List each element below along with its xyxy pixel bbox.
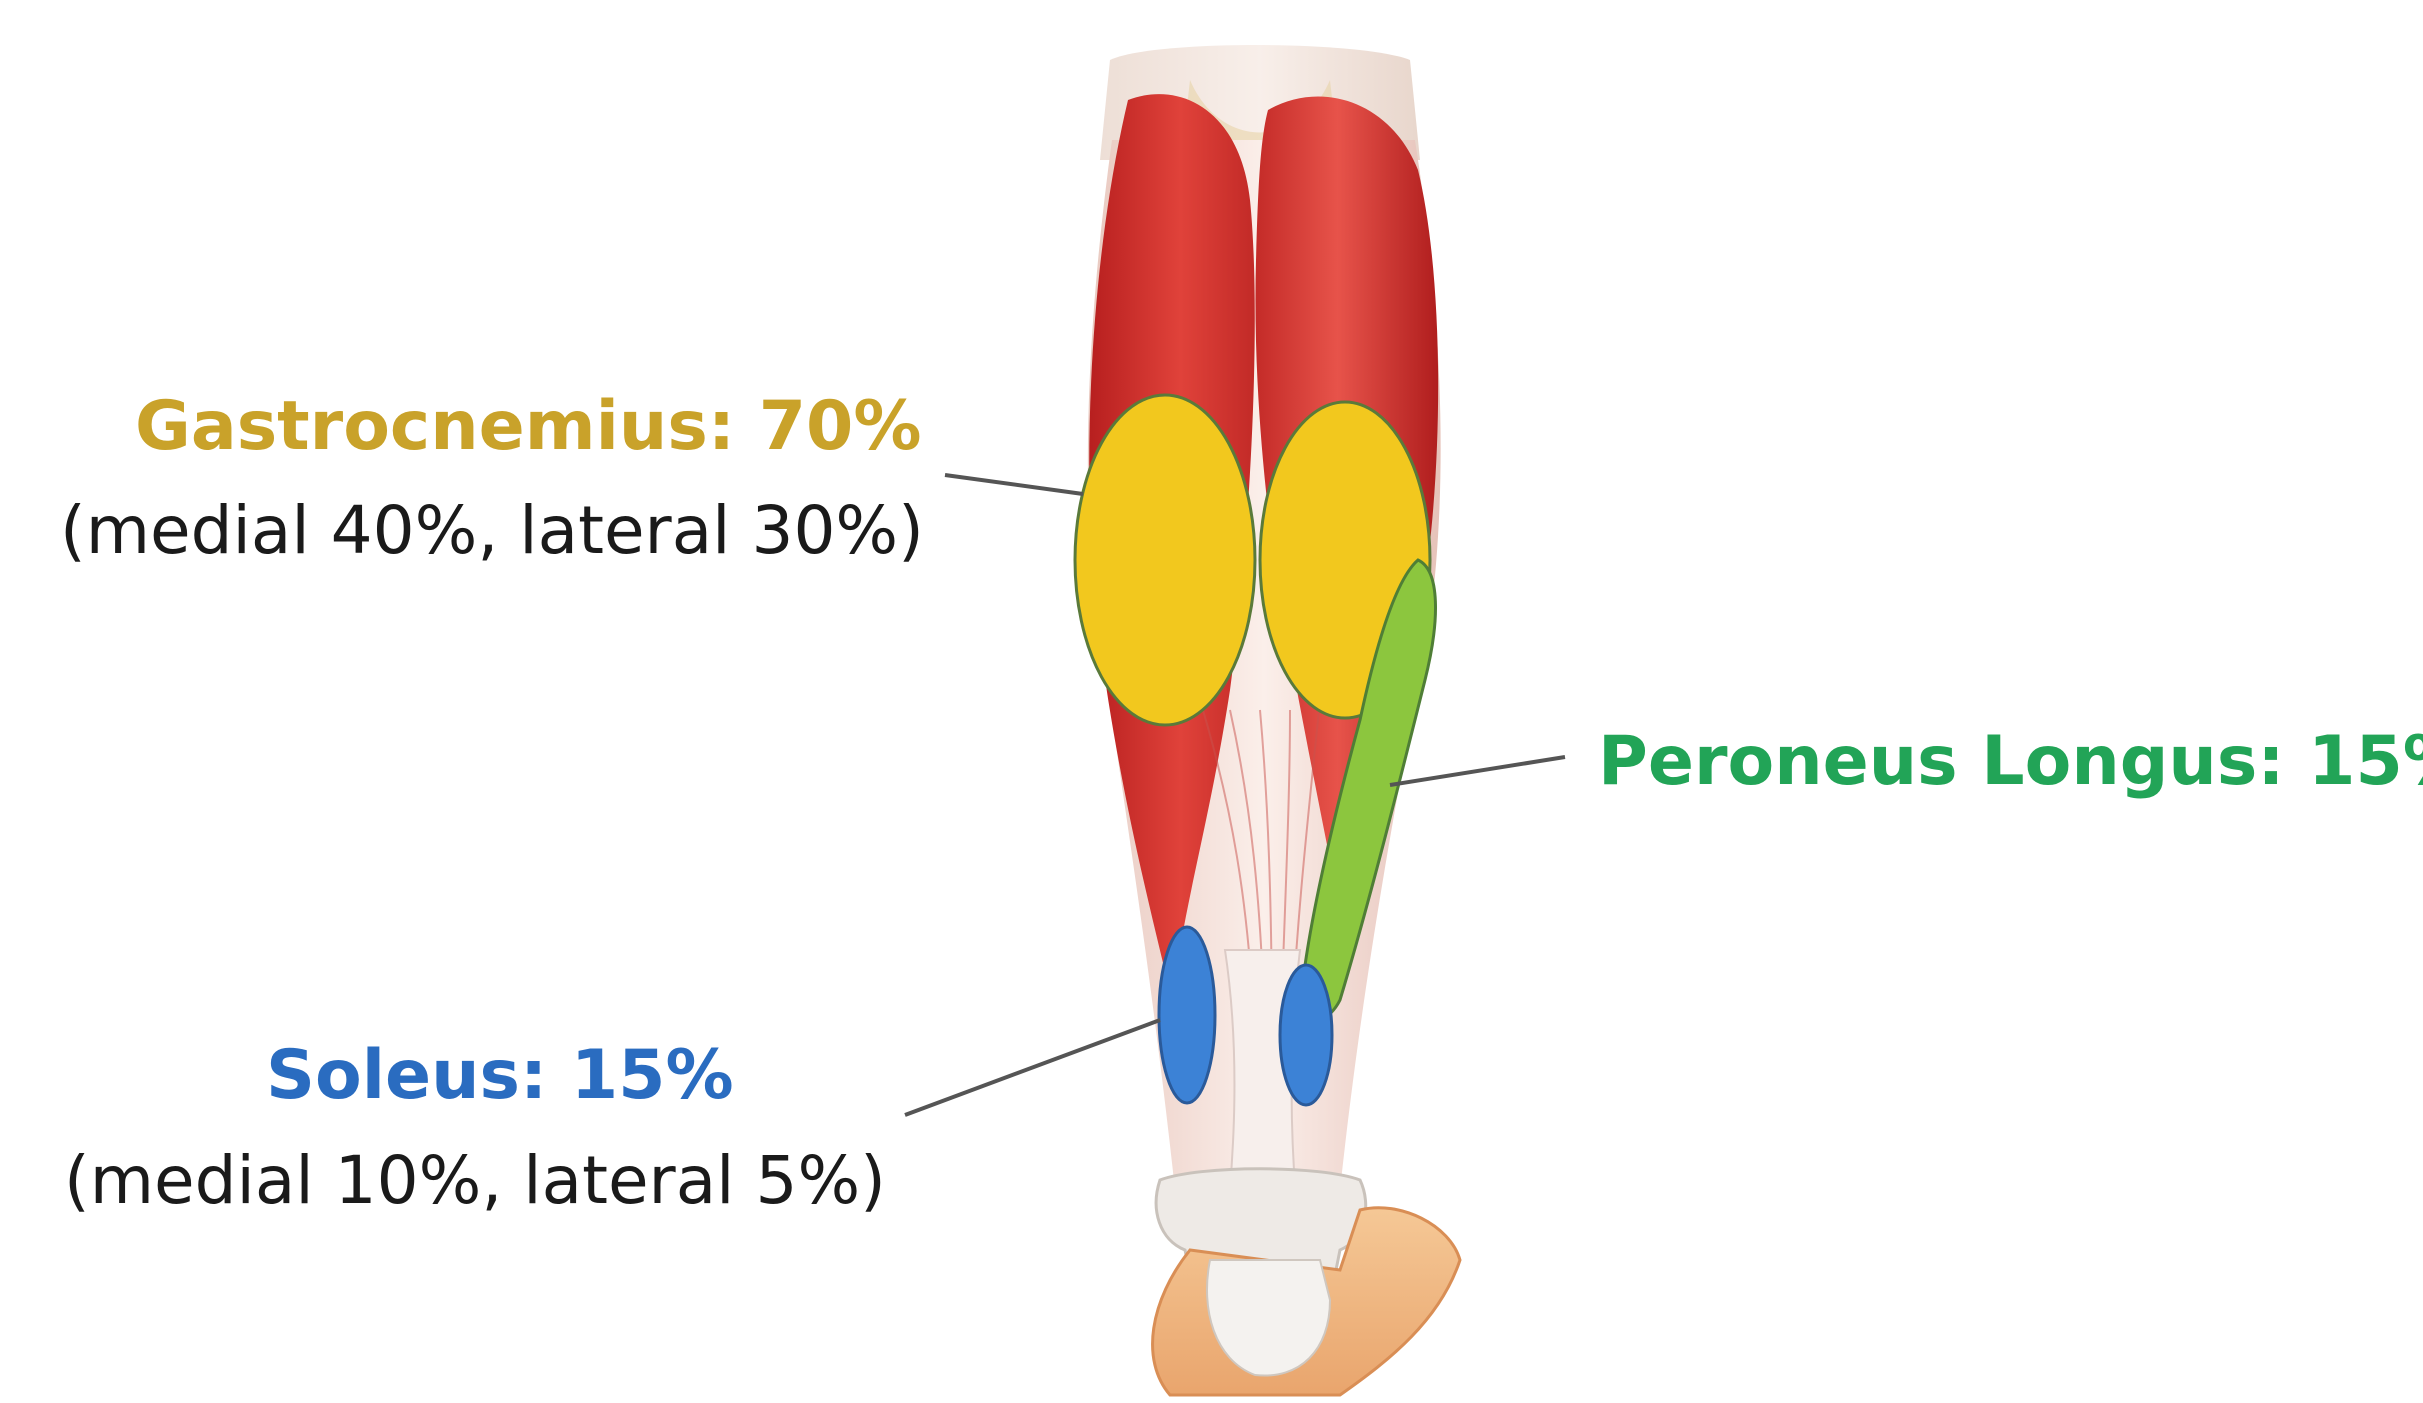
soleus-lateral-region <box>1280 965 1332 1105</box>
soleus-medial-region <box>1159 927 1215 1103</box>
gastrocnemius-label: Gastrocnemius: 70% <box>135 393 921 461</box>
gastrocnemius-leader-line <box>945 475 1083 494</box>
soleus-label: Soleus: 15% <box>266 1042 734 1110</box>
gastrocnemius-sublabel: (medial 40%, lateral 30%) <box>60 498 924 564</box>
peroneus-longus-leader-line <box>1390 757 1565 785</box>
peroneus-longus-label: Peroneus Longus: 15% <box>1598 728 2423 796</box>
soleus-leader-line <box>905 1020 1160 1115</box>
gastrocnemius-medial-region <box>1075 395 1255 725</box>
soleus-sublabel: (medial 10%, lateral 5%) <box>64 1148 886 1214</box>
